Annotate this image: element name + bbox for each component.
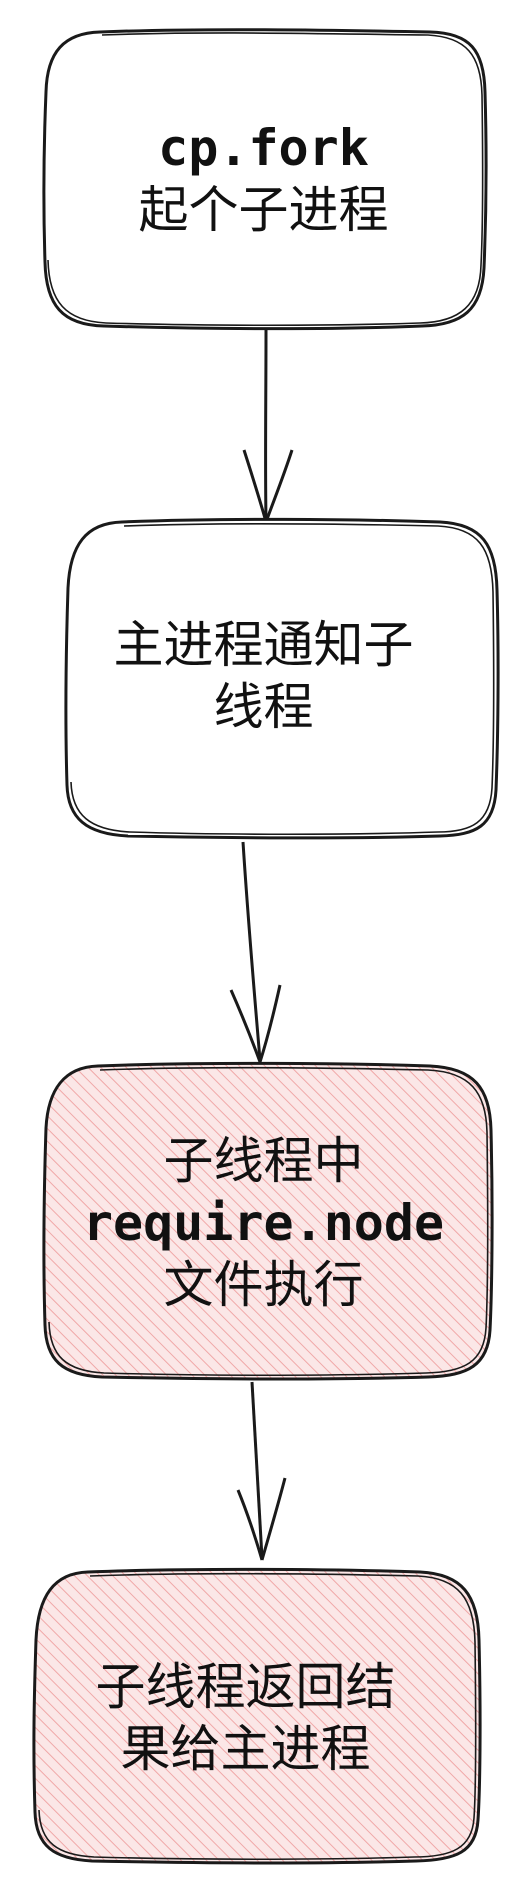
fork-node (42, 28, 488, 331)
edge-require-to-return (236, 1381, 287, 1561)
require-node-line-3: 文件执行 (163, 1256, 364, 1314)
notify-node-box (64, 517, 500, 840)
require-node-line-2: require.node (82, 1194, 445, 1252)
require-node (42, 1061, 494, 1381)
fork-node-line-2: 起个子进程 (138, 181, 389, 239)
notify-node-text: 主进程通知子 线程 (0, 614, 527, 738)
edge-fork-to-notify (242, 329, 294, 523)
arrow-head (236, 1477, 287, 1561)
arrow-head (229, 984, 282, 1063)
edge-notify-to-require (229, 841, 282, 1063)
return-node-text: 子线程返回结 果给主进程 (0, 1656, 509, 1780)
arrow-shaft (250, 1381, 264, 1559)
arrow-head (242, 449, 294, 523)
require-node-text: 子线程中 require.node 文件执行 (0, 1130, 527, 1316)
require-node-box (42, 1061, 494, 1381)
fork-node-line-1: cp.fork (158, 119, 369, 177)
return-node (32, 1567, 482, 1865)
notify-node-line-1: 主进程通知子 (113, 616, 414, 674)
return-node-box (32, 1567, 482, 1865)
arrow-shaft (241, 841, 262, 1061)
notify-node (64, 517, 500, 840)
notify-node-line-2: 线程 (213, 678, 314, 736)
fork-node-text: cp.fork 起个子进程 (0, 117, 527, 241)
fork-node-box (42, 28, 488, 331)
return-node-line-1: 子线程返回结 (95, 1658, 396, 1716)
return-node-line-2: 果给主进程 (120, 1720, 371, 1778)
require-node-line-1: 子线程中 (163, 1132, 364, 1190)
